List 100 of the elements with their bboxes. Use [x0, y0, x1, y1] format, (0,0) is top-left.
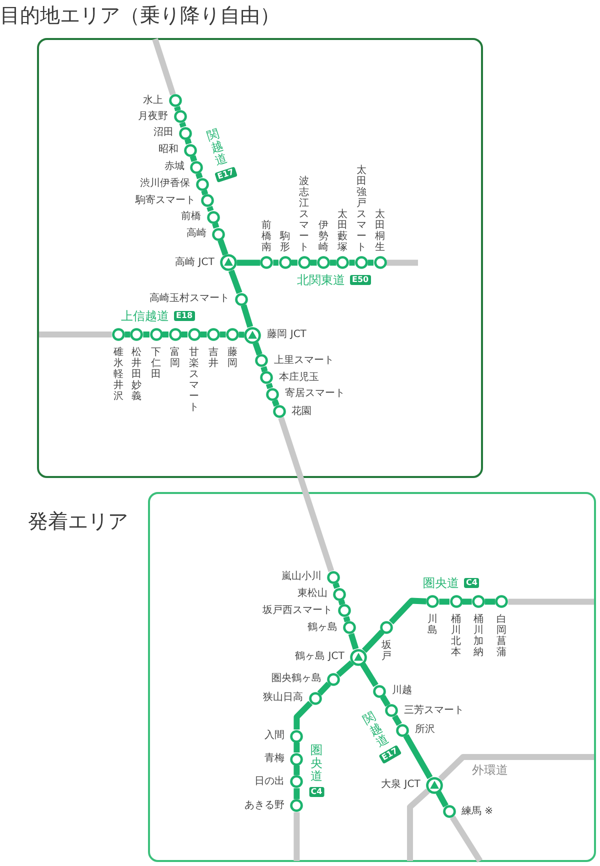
route-line — [294, 700, 313, 730]
route-number-sign: E17 — [214, 166, 238, 182]
route-line — [228, 270, 242, 294]
station-name: 前橋南 — [262, 220, 272, 254]
station-circle-icon — [298, 256, 310, 270]
station-circle-icon — [255, 354, 268, 368]
station-circle-icon — [226, 328, 239, 341]
route-line — [403, 734, 433, 780]
station-circle-icon — [495, 595, 508, 608]
station-name: 入間 — [264, 730, 285, 742]
station-circle-icon — [326, 672, 340, 686]
route-line — [348, 633, 359, 650]
station-circle-icon — [112, 328, 125, 341]
station-circle-icon — [380, 620, 394, 634]
route-line — [360, 662, 378, 688]
station-circle-icon — [200, 194, 214, 208]
station-circle-icon — [354, 256, 368, 270]
station-circle-icon — [396, 724, 410, 736]
station-name: 太田藪塚 — [338, 209, 348, 254]
station-name: 練馬 ※ — [462, 806, 494, 818]
route-number-sign: E18 — [174, 311, 195, 321]
station-circle-icon — [130, 328, 144, 341]
route-line — [200, 332, 207, 338]
route-name: 圏央道 — [310, 744, 322, 784]
station-name: 太田強戸スマート — [356, 165, 366, 254]
route-line — [252, 342, 262, 356]
route-line — [386, 260, 418, 266]
route-number-sign: C4 — [308, 786, 324, 797]
station-name: 松井田妙義 — [132, 347, 142, 402]
station-name: 水上 — [143, 94, 163, 107]
route-line — [343, 616, 350, 622]
station-circle-icon — [290, 752, 304, 766]
route-line — [317, 682, 331, 696]
route-line — [260, 366, 268, 372]
station-name: 圏央鶴ヶ島 — [271, 673, 322, 685]
route-line — [310, 260, 317, 266]
station-circle-icon — [196, 178, 208, 191]
station-circle-icon — [188, 328, 200, 341]
station-name: 本庄児玉 — [279, 372, 320, 384]
station-name: 波志江スマート — [299, 176, 309, 254]
station-name: 藤岡 — [227, 347, 238, 369]
route-name: 北関東道 — [297, 273, 345, 287]
junction-icon — [426, 776, 443, 794]
route-number-sign: C4 — [464, 578, 480, 588]
route-line — [162, 332, 168, 338]
route-number-sign: E50 — [350, 275, 371, 285]
station-name: 上里スマート — [274, 354, 334, 367]
route-line — [450, 816, 483, 863]
station-name: 富岡 — [170, 347, 180, 369]
station-circle-icon — [290, 775, 304, 788]
route-line — [190, 155, 198, 162]
station-circle-icon — [212, 228, 225, 240]
station-name: 川島 — [428, 614, 438, 636]
station-name: 嵐山小川 — [281, 571, 322, 584]
route-line — [508, 598, 594, 605]
route-line — [332, 582, 340, 589]
station-circle-icon — [266, 388, 279, 401]
route-line — [238, 332, 244, 338]
station-name: 伊勢崎 — [318, 220, 328, 254]
station-circle-icon — [326, 570, 340, 584]
station-circle-icon — [260, 256, 274, 270]
station-name: 花園 — [292, 406, 312, 418]
route-line — [39, 332, 112, 338]
station-name: 昭和 — [158, 144, 179, 156]
station-circle-icon — [260, 371, 274, 384]
station-name: 高崎玉村スマート — [150, 293, 230, 305]
route-line — [392, 714, 402, 726]
route-line — [179, 122, 186, 128]
area-heading: 発着エリア — [28, 509, 128, 533]
route-line — [362, 630, 384, 653]
station-circle-icon — [206, 328, 220, 341]
station-circle-icon — [174, 110, 186, 124]
station-name: 赤城 — [164, 161, 184, 174]
route-line — [294, 812, 300, 861]
station-circle-icon — [450, 595, 462, 608]
station-circle-icon — [206, 210, 220, 224]
station-name: 東松山 — [297, 588, 328, 600]
station-name: 高崎 — [186, 228, 206, 240]
station-circle-icon — [338, 604, 351, 618]
route-line — [349, 260, 355, 266]
station-circle-icon — [278, 256, 292, 270]
station-name: 駒形 — [280, 231, 290, 254]
route-line — [196, 172, 203, 180]
station-name: 坂戸西スマート — [262, 604, 332, 617]
station-name: 青梅 — [264, 753, 285, 765]
route-line — [266, 382, 274, 390]
station-circle-icon — [168, 328, 182, 341]
route-line — [272, 399, 280, 407]
route-line — [220, 332, 226, 338]
station-circle-icon — [372, 684, 386, 698]
route-line — [439, 598, 450, 605]
route-line — [184, 138, 192, 145]
area-heading: 目的地エリア（乗り降り自由） — [0, 3, 280, 27]
route-name: 上信越道 — [121, 309, 169, 323]
route-line — [330, 260, 336, 266]
route-line — [294, 788, 300, 800]
station-circle-icon — [442, 805, 456, 818]
station-circle-icon — [342, 621, 356, 634]
station-circle-icon — [235, 292, 248, 306]
station-circle-icon — [290, 730, 304, 742]
